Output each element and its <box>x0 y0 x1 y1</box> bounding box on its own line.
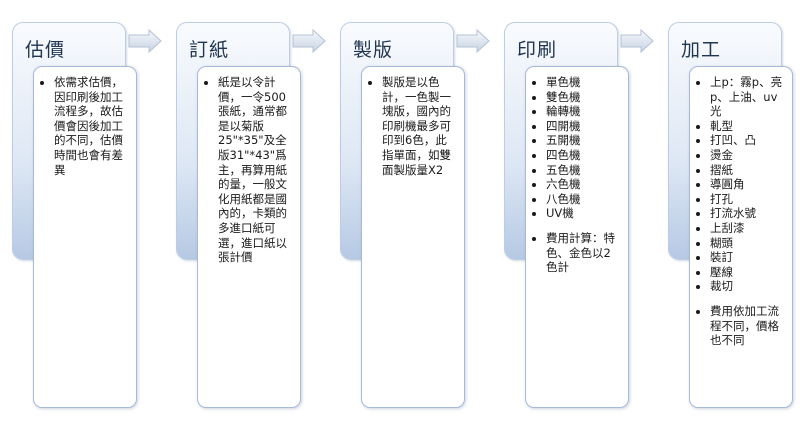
detail-list: 紙是以令計價，一令500張紙，通常都是以菊版25"*35"及全版31"*43"爲… <box>206 75 292 265</box>
list-item: 紙是以令計價，一令500張紙，通常都是以菊版25"*35"及全版31"*43"爲… <box>218 75 292 265</box>
list-item: 單色機 <box>546 75 620 90</box>
list-item: 五開機 <box>546 133 620 148</box>
list-item: 上刮漆 <box>710 221 784 236</box>
flow-arrow-2 <box>292 29 326 53</box>
detail-list: 製版是以色計，一色製一塊版，國內的印刷機最多可印到6色，此指單面，如雙面製版量X… <box>370 75 456 177</box>
list-item: 壓線 <box>710 265 784 280</box>
flow-arrow-1 <box>128 29 162 53</box>
list-item: 輪轉機 <box>546 104 620 119</box>
detail-list: 單色機 雙色機 輪轉機 四開機 五開機 四色機 五色機 六色機 八色機 UV機 … <box>534 75 620 275</box>
list-item: 裁切 <box>710 279 784 294</box>
step-detail-platemaking: 製版是以色計，一色製一塊版，國內的印刷機最多可印到6色，此指單面，如雙面製版量X… <box>361 66 465 408</box>
list-item: 糊頭 <box>710 236 784 251</box>
step-title-paper: 訂紙 <box>189 39 230 61</box>
list-item: 四色機 <box>546 148 620 163</box>
detail-list: 依需求估價，因印刷後加工流程多，故估價會因後加工的不同，估價時間也會有差異 <box>42 75 128 177</box>
list-item: 燙金 <box>710 148 784 163</box>
list-item: 軋型 <box>710 119 784 134</box>
list-item: 打凹、凸 <box>710 133 784 148</box>
list-item: UV機 <box>546 206 620 221</box>
flow-arrow-4 <box>620 29 654 53</box>
step-title-platemaking: 製版 <box>353 39 394 61</box>
list-item: 導圓角 <box>710 177 784 192</box>
step-title-printing: 印刷 <box>517 39 558 61</box>
list-item: 依需求估價，因印刷後加工流程多，故估價會因後加工的不同，估價時間也會有差異 <box>54 75 128 177</box>
list-item: 上p：霧p、亮p、上油、uv光 <box>710 75 784 119</box>
flow-arrow-3 <box>456 29 490 53</box>
list-item: 打孔 <box>710 192 784 207</box>
list-item: 四開機 <box>546 119 620 134</box>
step-detail-printing: 單色機 雙色機 輪轉機 四開機 五開機 四色機 五色機 六色機 八色機 UV機 … <box>525 66 629 408</box>
list-item: 打流水號 <box>710 206 784 221</box>
step-detail-finishing: 上p：霧p、亮p、上油、uv光 軋型 打凹、凸 燙金 摺紙 導圓角 打孔 打流水… <box>689 66 793 408</box>
step-title-estimate: 估價 <box>25 39 66 61</box>
cost-note: 費用計算：特色、金色以2色計 <box>546 231 620 275</box>
step-detail-estimate: 依需求估價，因印刷後加工流程多，故估價會因後加工的不同，估價時間也會有差異 <box>33 66 137 408</box>
list-item: 八色機 <box>546 192 620 207</box>
detail-list: 上p：霧p、亮p、上油、uv光 軋型 打凹、凸 燙金 摺紙 導圓角 打孔 打流水… <box>698 75 784 348</box>
step-detail-paper: 紙是以令計價，一令500張紙，通常都是以菊版25"*35"及全版31"*43"爲… <box>197 66 301 408</box>
step-title-finishing: 加工 <box>681 39 722 61</box>
list-item: 六色機 <box>546 177 620 192</box>
list-item: 製版是以色計，一色製一塊版，國內的印刷機最多可印到6色，此指單面，如雙面製版量X… <box>382 75 456 177</box>
list-item: 摺紙 <box>710 163 784 178</box>
cost-note: 費用依加工流程不同，價格也不同 <box>710 304 784 348</box>
list-item: 裝訂 <box>710 250 784 265</box>
list-item: 五色機 <box>546 163 620 178</box>
list-item: 雙色機 <box>546 90 620 105</box>
